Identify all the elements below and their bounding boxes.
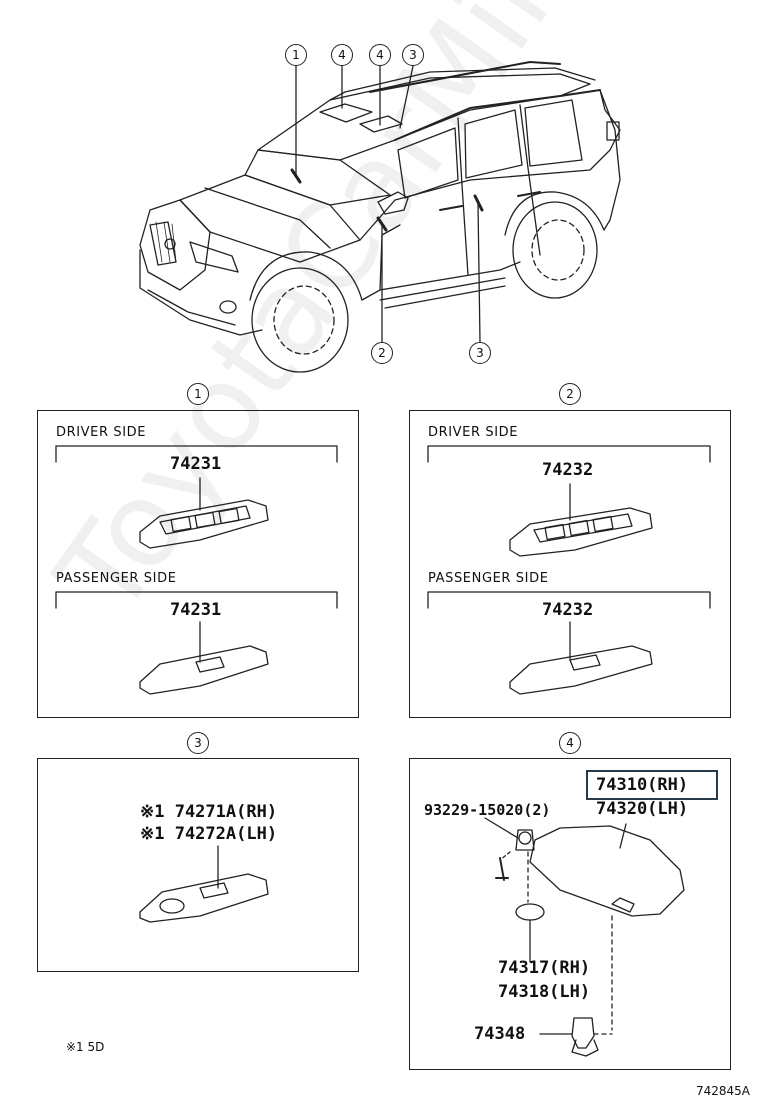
callout-1-panel: 1	[187, 383, 209, 405]
callout-1-vehicle: 1	[285, 44, 307, 66]
panel2-passenger-part-number[interactable]: 74232	[542, 600, 594, 620]
panel4-screw-part[interactable]: 93229-15020(2)	[424, 801, 551, 819]
panel3-part-rh[interactable]: ※1 74271A(RH)	[140, 802, 278, 822]
panel-3	[37, 758, 359, 972]
selected-part-highlight	[586, 770, 718, 800]
panel4-clip-part[interactable]: 74348	[474, 1024, 526, 1044]
panel4-part-rh[interactable]: 74310(RH)	[596, 775, 689, 795]
footnote: ※1 5D	[66, 1040, 105, 1054]
panel4-part-lh[interactable]: 74320(LH)	[596, 799, 689, 819]
panel2-passenger-label: PASSENGER SIDE	[428, 571, 549, 586]
panel1-passenger-part-number[interactable]: 74231	[170, 600, 222, 620]
callout-3-vehicle-top: 3	[402, 44, 424, 66]
panel4-holder-lh[interactable]: 74318(LH)	[498, 982, 591, 1002]
callout-2-panel: 2	[559, 383, 581, 405]
panel1-passenger-switch-drawing	[55, 591, 338, 695]
panel2-driver-part-number[interactable]: 74232	[542, 460, 594, 480]
callout-4-panel: 4	[559, 732, 581, 754]
callout-3-vehicle: 3	[469, 342, 491, 364]
panel4-holder-rh[interactable]: 74317(RH)	[498, 958, 591, 978]
panel-4	[409, 758, 731, 1070]
diagram-code: 742845A	[696, 1084, 751, 1098]
panel1-driver-label: DRIVER SIDE	[56, 425, 147, 440]
panel1-passenger-label: PASSENGER SIDE	[56, 571, 177, 586]
panel2-driver-label: DRIVER SIDE	[428, 425, 519, 440]
panel2-passenger-switch-drawing	[427, 591, 711, 695]
callout-2-vehicle: 2	[371, 342, 393, 364]
panel4-visor-drawing	[484, 817, 685, 1057]
callout-3-panel: 3	[187, 732, 209, 754]
vehicle-illustration	[139, 61, 621, 373]
panel3-switch-drawing	[139, 845, 269, 923]
panel1-driver-part-number[interactable]: 74231	[170, 454, 222, 474]
panel2-driver-switch-drawing	[427, 445, 711, 557]
callout-4-vehicle-b: 4	[369, 44, 391, 66]
panel-2	[409, 410, 731, 718]
panel-1	[37, 410, 359, 718]
panel1-driver-switch-drawing	[55, 445, 338, 549]
panel3-part-lh[interactable]: ※1 74272A(LH)	[140, 824, 278, 844]
callout-4-vehicle-a: 4	[331, 44, 353, 66]
